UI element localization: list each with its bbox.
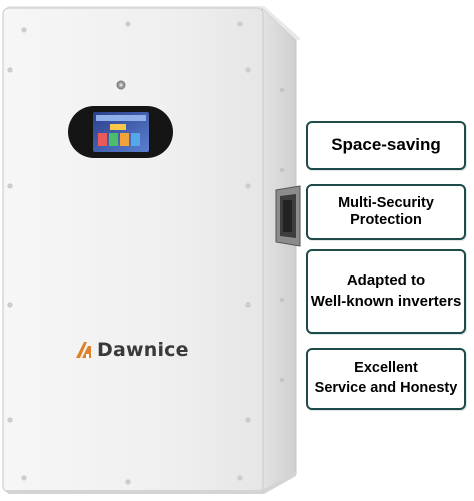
cabinet-bottom-edge — [6, 472, 296, 494]
brand-mark-icon — [76, 342, 91, 358]
feature-label: Excellent Service and Honesty — [314, 360, 458, 396]
feature-label: Multi-Security Protection — [338, 194, 434, 228]
feature-multi-security: Multi-Security Protection — [306, 184, 466, 240]
cabinet-side-panel — [261, 6, 297, 493]
feature-label: Space-saving — [331, 135, 441, 155]
brand-name: Dawnice — [97, 338, 189, 361]
feature-list: Space-saving Multi-Security Protection A… — [306, 0, 470, 501]
side-handle-icon — [275, 185, 301, 247]
feature-service-honesty: Excellent Service and Honesty — [306, 348, 466, 410]
feature-label: Adapted to Well-known inverters — [310, 272, 462, 310]
front-screws — [7, 21, 251, 485]
cabinet-front-panel — [2, 7, 264, 493]
brand-logo: Dawnice — [74, 338, 189, 362]
feature-space-saving: Space-saving — [306, 121, 466, 170]
feature-inverter-compatibility: Adapted to Well-known inverters — [306, 249, 466, 334]
lcd-display-icon — [93, 112, 149, 152]
side-screws — [280, 88, 284, 382]
